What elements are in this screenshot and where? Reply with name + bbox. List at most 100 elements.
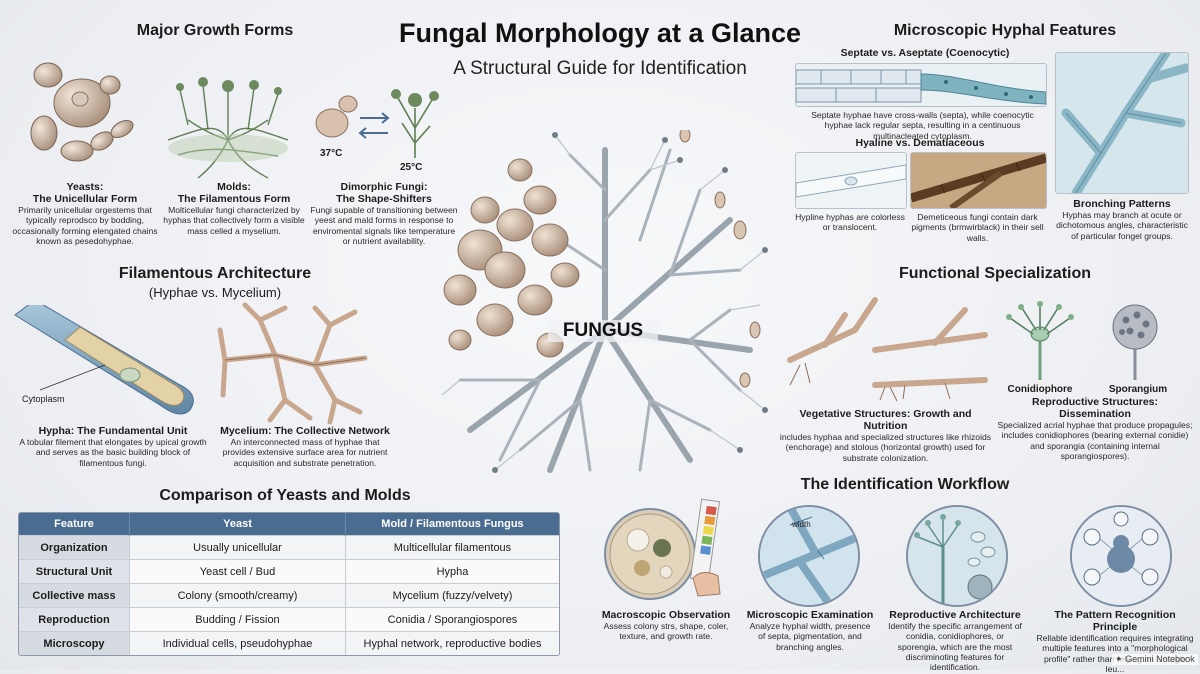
temp-hot-label: 37°C <box>320 148 343 159</box>
cytoplasm-label: Cytoplasm <box>22 394 65 404</box>
vegetative-caption: Vegetative Structures: Growth and Nutrit… <box>778 408 993 463</box>
row-yeast: Colony (smooth/creamy) <box>129 583 346 608</box>
vegetative-body: includes hyphaa and specialized structur… <box>779 432 992 463</box>
row-feature: Organization <box>19 535 130 560</box>
branching-image <box>1055 52 1189 194</box>
filamentous-heading: Filamentous Architecture <box>118 265 312 282</box>
mycelium-caption: Mycelium: The Collective Network An inte… <box>215 425 395 468</box>
microscopic-heading: Microscopic Hyphal Features <box>893 22 1117 39</box>
growth-forms-heading: Major Growth Forms <box>136 22 294 39</box>
hypha-title: Hypha: The Fundamental Unit <box>38 425 188 437</box>
septate-body: Septate hyphae have cross-walls (septa),… <box>811 110 1034 141</box>
septate-heading: Septate vs. Aseptate (Coenocytic) <box>840 47 1010 59</box>
yeast-body: Primarily unicellular orgestems that typ… <box>12 205 158 247</box>
reproductive-arch-title: Reproductive Architecture <box>889 609 1021 621</box>
dematiaceous-image <box>910 152 1047 209</box>
table-row: Reproduction Budding / Fission Conidia /… <box>19 607 559 632</box>
row-yeast: Individual cells, pseudohyphae <box>129 631 346 655</box>
mycelium-body: An interconnected mass of hyphae that pr… <box>222 437 388 468</box>
functional-heading: Functional Specialization <box>898 265 1092 282</box>
hypha-body: A tobular filement that elongates by upi… <box>19 437 207 468</box>
pattern-circle <box>1070 505 1172 607</box>
watermark-text: Gemini Notebook <box>1125 654 1195 664</box>
comparison-table: Feature Yeast Mold / Filamentous Fungus … <box>18 512 560 656</box>
mold-title: Molds: The Filamentous Form <box>177 181 291 206</box>
page-title: Fungal Morphology at a Glance <box>398 18 802 48</box>
hypha-caption: Hypha: The Fundamental Unit A tobular fi… <box>18 425 208 468</box>
microscopic-exam-body: Analyze hyphal width, presence of septa,… <box>749 621 871 652</box>
vegetative-illustration <box>787 297 988 402</box>
pattern-title: The Pattern Recognition Principle <box>1054 609 1176 634</box>
row-mold: Hyphal network, reproductive bodies <box>345 631 559 655</box>
mold-body: Molticellular fungi characterized by hyp… <box>163 205 305 236</box>
hyaline-hyphae-icon <box>796 153 906 208</box>
septate-image <box>795 63 1047 107</box>
branching-title: Bronching Patterns <box>1073 198 1171 210</box>
reproductive-caption: Reproductive Structures: Dissemination S… <box>995 396 1195 461</box>
vegetative-title: Vegetative Structures: Growth and Nutrit… <box>799 408 972 433</box>
sporangium-label: Sporangium <box>1108 384 1168 395</box>
row-feature: Structural Unit <box>19 559 130 584</box>
hyaline-body: Hypline hyphas are colorless or transloc… <box>795 212 905 233</box>
workflow-heading: The Identification Workflow <box>800 476 1010 493</box>
sporangium-illustration <box>1112 304 1158 380</box>
row-yeast: Budding / Fission <box>129 607 346 632</box>
row-feature: Microscopy <box>19 631 130 655</box>
reproductive-circle <box>906 505 1008 607</box>
column-header: Feature <box>19 513 130 536</box>
fungus-center-illustration <box>441 130 768 473</box>
page-subtitle: A Structural Guide for Identification <box>453 58 747 79</box>
row-mold: Mycelium (fuzzy/velvety) <box>345 583 559 608</box>
comparison-grid: Feature Yeast Mold / Filamentous Fungus … <box>19 513 559 655</box>
table-row: Structural Unit Yeast cell / Bud Hypha <box>19 559 559 584</box>
yeast-illustration <box>30 62 134 162</box>
row-feature: Collective mass <box>19 583 130 608</box>
yeast-caption: Yeasts: The Unicellular Form Primarily u… <box>10 181 160 246</box>
reproductive-arch-caption: Reproductive Architecture Identify the s… <box>885 609 1025 673</box>
mold-caption: Molds: The Filamentous Form Molticellula… <box>158 181 310 236</box>
macroscopic-circle <box>604 508 696 600</box>
filamentous-subheading: (Hyphae vs. Mycelium) <box>148 285 282 300</box>
branching-body: Hyphas may branch at ocute or dichotomou… <box>1056 210 1188 241</box>
dimorphic-body: Fungi supable of transitioning between y… <box>310 205 458 247</box>
yeast-title: Yeasts: The Unicellular Form <box>32 181 138 206</box>
row-mold: Conidia / Sporangiospores <box>345 607 559 632</box>
macroscopic-title: Macroscopic Observation <box>601 609 731 621</box>
microscopic-circle <box>758 505 860 607</box>
mycelium-illustration <box>217 302 368 425</box>
table-header-row: Feature Yeast Mold / Filamentous Fungus <box>19 513 559 536</box>
microscope-view-icon <box>760 507 858 605</box>
fungus-center-label: FUNGUS <box>548 320 658 342</box>
hyaline-image <box>795 152 907 209</box>
hyaline-heading: Hyaline vs. Dematiaceous <box>855 137 985 149</box>
reproductive-arch-body: Identify the specific arrangement of con… <box>888 621 1022 673</box>
width-label: width <box>792 520 811 529</box>
mold-illustration <box>167 77 289 179</box>
temp-cool-label: 25°C <box>400 162 423 173</box>
macroscopic-body: Assess colony strs, shape, coler, textur… <box>603 621 729 642</box>
dematiaceous-body: Demeticeous fungi contain dark pigments … <box>911 212 1044 243</box>
conidiophore-illustration <box>1006 301 1074 380</box>
table-row: Collective mass Colony (smooth/creamy) M… <box>19 583 559 608</box>
mycelium-title: Mycelium: The Collective Network <box>220 425 390 437</box>
reproductive-structures-icon <box>908 507 1006 605</box>
microscopic-exam-title: Microscopic Examination <box>746 609 874 621</box>
conidiophore-label: Conidiophore <box>1007 384 1073 395</box>
pattern-recognition-icon <box>1072 507 1170 605</box>
branching-caption: Bronching Patterns Hyphas may branch at … <box>1052 198 1192 241</box>
ruler-icon <box>689 498 721 597</box>
dimorphic-illustration <box>315 89 439 158</box>
table-row: Organization Usually unicellular Multice… <box>19 535 559 560</box>
dimorphic-title: Dimorphic Fungi: The Shape-Shifters <box>336 181 432 206</box>
septate-hyphae-icon <box>796 69 1046 105</box>
row-feature: Reproduction <box>19 607 130 632</box>
microscopic-exam-caption: Microscopic Examination Analyze hyphal w… <box>745 609 875 652</box>
sparkle-icon: ✦ <box>1115 654 1123 664</box>
macroscopic-caption: Macroscopic Observation Assess colony st… <box>596 609 736 642</box>
watermark: ✦ Gemini Notebook <box>1112 654 1198 665</box>
row-yeast: Yeast cell / Bud <box>129 559 346 584</box>
dematiaceous-hyphae-icon <box>911 153 1046 208</box>
column-header: Yeast <box>129 513 346 536</box>
row-yeast: Usually unicellular <box>129 535 346 560</box>
branching-hyphae-icon <box>1061 53 1188 193</box>
